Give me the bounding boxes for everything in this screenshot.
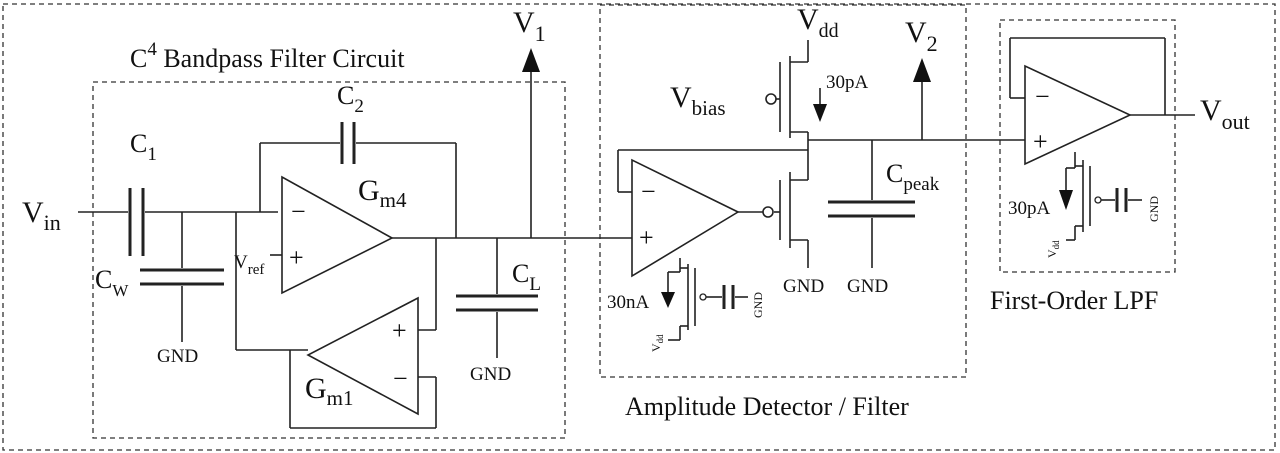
bandpass-title: C4 Bandpass Filter Circuit: [130, 39, 405, 73]
cl-label: CL: [512, 259, 541, 295]
v1-label: V1: [513, 6, 546, 46]
gm4-label: Gm4: [358, 174, 407, 212]
cw-label: CW: [95, 265, 129, 300]
det-gnd-label: GND: [751, 292, 765, 318]
gm1-label: Gm1: [305, 372, 354, 410]
det-vdd-label: Vdd: [649, 334, 665, 352]
lpf-plus: +: [1033, 127, 1048, 156]
det-current-label: 30nA: [607, 292, 650, 313]
lpf-title: First-Order LPF: [990, 286, 1158, 315]
outer-boundary: [2, 3, 1276, 451]
lpf-opamp: [1024, 64, 1132, 166]
v2-label: V2: [905, 16, 938, 56]
pmos-current-label: 30pA: [826, 72, 869, 93]
c1-label: C1: [130, 129, 157, 165]
bandpass-block-boundary: [92, 81, 566, 439]
v2-arrow-icon: [913, 58, 931, 82]
detector-plus: +: [639, 223, 654, 252]
gm1-minus: −: [393, 364, 408, 393]
detector-bubble-icon: [762, 206, 774, 218]
c2-label: C2: [337, 81, 364, 117]
lpf-vdd-label: Vdd: [1045, 240, 1061, 258]
detector-minus: −: [641, 177, 656, 206]
det-current-arrow-icon: [661, 292, 675, 308]
detector-title: Amplitude Detector / Filter: [625, 392, 909, 421]
lpf-block-boundary: [999, 19, 1176, 273]
vin-label: Vin: [22, 196, 61, 235]
gnd-label-nmos: GND: [783, 276, 824, 297]
vdd-label: Vdd: [797, 3, 839, 42]
lpf-gate-bubble-icon: [1094, 196, 1102, 204]
gnd-label-cw: GND: [157, 346, 198, 367]
detector-block-boundary: [599, 4, 967, 378]
vref-label: Vref: [234, 252, 264, 278]
gnd-label-cpeak: GND: [847, 276, 888, 297]
lpf-current-arrow-icon: [1059, 190, 1073, 210]
gm1-opamp: [306, 296, 419, 416]
gm1-plus: +: [392, 316, 407, 345]
vout-label: Vout: [1200, 94, 1250, 134]
lpf-gnd-label: GND: [1147, 196, 1161, 222]
gm4-plus: +: [289, 243, 304, 272]
vbias-bubble-icon: [765, 93, 777, 105]
gm4-minus: −: [291, 197, 306, 226]
v1-arrow-icon: [522, 48, 540, 72]
pmos-current-arrow-icon: [813, 104, 827, 122]
lpf-current-label: 30pA: [1008, 198, 1051, 219]
det-gate-bubble-icon: [699, 293, 707, 301]
cpeak-label: Cpeak: [886, 159, 940, 195]
detector-opamp: [631, 158, 740, 278]
gm4-opamp: [281, 175, 394, 295]
lpf-minus: −: [1035, 82, 1050, 111]
vbias-label: Vbias: [670, 81, 726, 120]
gnd-label-cl: GND: [470, 364, 511, 385]
